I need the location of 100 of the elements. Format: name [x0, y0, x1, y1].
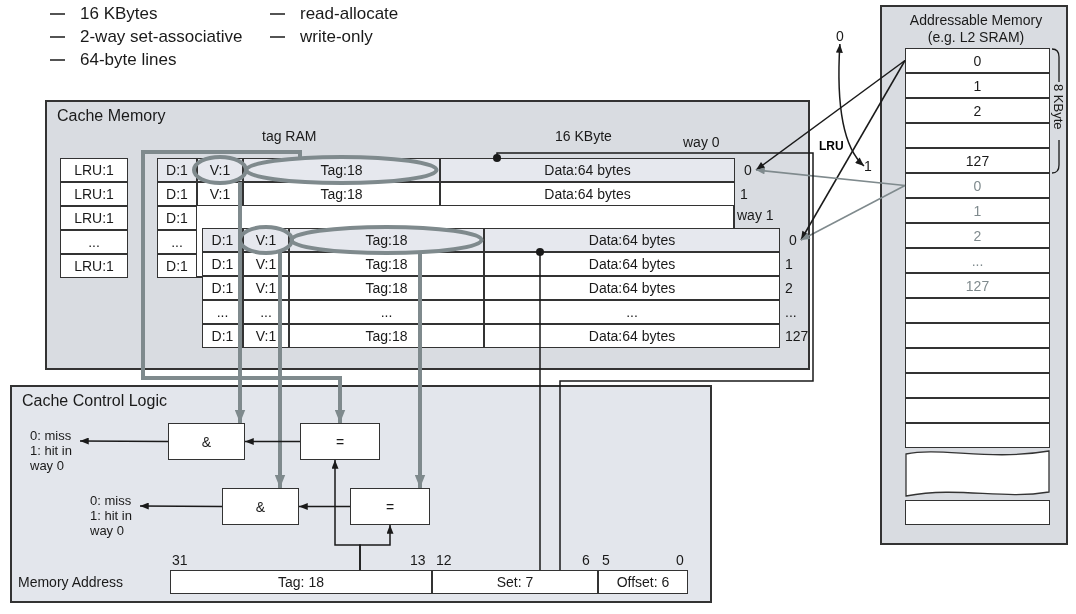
arrow	[298, 503, 351, 510]
memory-row: 2	[905, 223, 1050, 248]
panel-title: Cache Memory	[57, 107, 166, 125]
memory-row	[905, 373, 1050, 398]
table-cell: ...	[202, 300, 243, 324]
memory-row	[905, 298, 1050, 323]
row-index: 0	[740, 158, 756, 182]
way-number: 1	[864, 158, 872, 174]
comparator: =	[300, 423, 380, 460]
table-cell: D:1	[202, 252, 243, 276]
bit-number: 13	[410, 552, 426, 568]
arrow	[359, 524, 394, 571]
table-cell: D:1	[157, 182, 197, 206]
table-cell: D:1	[157, 206, 197, 230]
row-index: 0	[785, 228, 801, 252]
edge-label: LRU	[818, 139, 845, 153]
address-field: Tag: 18	[170, 570, 432, 594]
memory-row: 0	[905, 48, 1050, 73]
memory-row: ...	[905, 248, 1050, 273]
panel-title: Addressable Memory (e.g. L2 SRAM)	[908, 12, 1044, 46]
table-cell: V:1	[243, 276, 289, 300]
address-field: Set: 7	[432, 570, 598, 594]
table-cell: D:1	[202, 324, 243, 348]
memory-row	[905, 123, 1050, 148]
field-label: Memory Address	[18, 574, 124, 590]
memory-row	[905, 423, 1050, 448]
lru-cell: ...	[60, 230, 128, 254]
panel	[880, 5, 1068, 545]
column-heading: 16 KByte	[555, 128, 612, 144]
memory-row: 0	[905, 173, 1050, 198]
bit-number: 5	[602, 552, 610, 568]
arrow	[234, 182, 246, 423]
table-cell: ...	[157, 230, 197, 254]
row-index: 127	[785, 328, 809, 344]
connector-line	[536, 248, 544, 571]
table-cell: Data:64 bytes	[484, 276, 780, 300]
memory-row	[905, 500, 1050, 525]
table-cell: Data:64 bytes	[440, 182, 735, 206]
arrow	[139, 502, 223, 510]
table-cell: Tag:18	[289, 252, 484, 276]
list-item: 16 KBytes	[80, 4, 158, 24]
memory-row: 127	[905, 273, 1050, 298]
memory-row: 127	[905, 148, 1050, 173]
memory-row: 1	[905, 73, 1050, 98]
table-cell: D:1	[157, 158, 197, 182]
memory-row	[905, 323, 1050, 348]
table-cell: Data:64 bytes	[484, 324, 780, 348]
table-cell: Data:64 bytes	[484, 252, 780, 276]
list-item: 2-way set-associative	[80, 27, 243, 47]
list-item: write-only	[300, 27, 373, 47]
way-label: way 0	[683, 134, 720, 150]
and-gate: &	[222, 488, 299, 525]
panel	[10, 385, 712, 603]
table-cell: Tag:18	[243, 182, 440, 206]
row-index: ...	[785, 304, 797, 320]
result-text: 0: miss 1: hit in way 0	[90, 493, 140, 538]
lru-cell: LRU:1	[60, 254, 128, 278]
connector-line	[493, 152, 814, 571]
list-item: 64-byte lines	[80, 50, 177, 70]
table-cell: ...	[289, 300, 484, 324]
break-mark	[905, 450, 1050, 498]
table-cell: ...	[484, 300, 780, 324]
result-text: 0: miss 1: hit in way 0	[30, 428, 80, 473]
table-cell: D:1	[157, 254, 197, 278]
panel-title: Cache Control Logic	[22, 392, 167, 410]
row-index: 1	[740, 186, 748, 202]
bit-number: 31	[172, 552, 188, 568]
lru-cell: LRU:1	[60, 182, 128, 206]
row-index: 1	[785, 256, 793, 272]
lru-cell: LRU:1	[60, 158, 128, 182]
arrow	[755, 59, 906, 171]
bit-number: 6	[582, 552, 590, 568]
table-cell: D:1	[202, 276, 243, 300]
arrow	[800, 184, 906, 241]
table-cell: V:1	[243, 324, 289, 348]
size-label: 8 KByte	[1050, 84, 1066, 130]
memory-row: 1	[905, 198, 1050, 223]
arrow	[244, 438, 301, 445]
table-cell: Tag:18	[289, 324, 484, 348]
comparator: =	[350, 488, 430, 525]
lru-cell: LRU:1	[60, 206, 128, 230]
list-item: read-allocate	[300, 4, 399, 24]
bit-number: 12	[436, 552, 452, 568]
address-field: Offset: 6	[598, 570, 688, 594]
column-heading: tag RAM	[262, 128, 317, 144]
memory-row	[905, 348, 1050, 373]
data-cell: Data:64 bytes	[484, 228, 780, 252]
bit-number: 0	[676, 552, 684, 568]
arrow	[755, 167, 906, 187]
table-cell: Tag:18	[289, 276, 484, 300]
memory-row: 2	[905, 98, 1050, 123]
data-cell: Data:64 bytes	[440, 158, 735, 182]
way-label: way 1	[737, 207, 774, 223]
and-gate: &	[168, 423, 245, 460]
arrow	[800, 59, 906, 241]
memory-row	[905, 398, 1050, 423]
row-index: 2	[785, 280, 793, 296]
arrow	[79, 437, 169, 445]
arrow	[836, 43, 865, 167]
arrow	[141, 150, 346, 423]
